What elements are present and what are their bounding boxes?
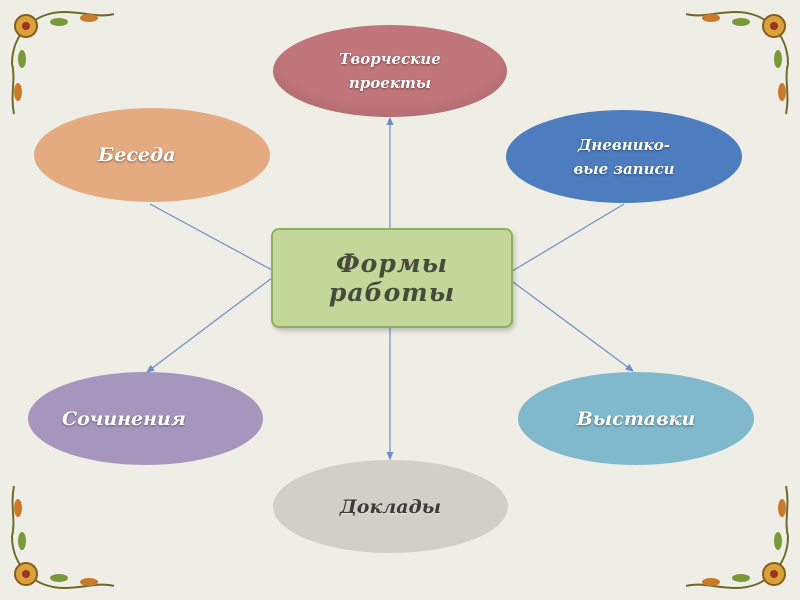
node-tvorcheskie-proekty: Творческие проекты	[273, 25, 507, 117]
node-sochineniya: Сочинения	[28, 372, 263, 465]
node-label: Сочинения	[62, 408, 186, 430]
connector-to-beseda	[150, 204, 272, 270]
connector-to-vystavki	[509, 279, 633, 371]
central-node-formy-raboty: Формы работы	[271, 228, 513, 328]
connector-to-sochineniya	[147, 278, 272, 372]
node-label: Доклады	[340, 496, 441, 518]
ornament-bottom-left-icon	[4, 476, 124, 596]
node-vystavki: Выставки	[518, 372, 754, 465]
central-node-label: Формы работы	[273, 249, 511, 307]
node-label: Беседа	[98, 144, 176, 166]
connector-to-dnevnikovye	[509, 204, 624, 273]
node-label: Творческие проекты	[339, 47, 441, 95]
ornament-top-left-icon	[4, 4, 124, 124]
node-label: Выставки	[577, 408, 696, 430]
node-doklady: Доклады	[273, 460, 508, 553]
ornament-top-right-icon	[676, 4, 796, 124]
node-label: Дневнико- вые записи	[573, 133, 674, 181]
ornament-bottom-right-icon	[676, 476, 796, 596]
